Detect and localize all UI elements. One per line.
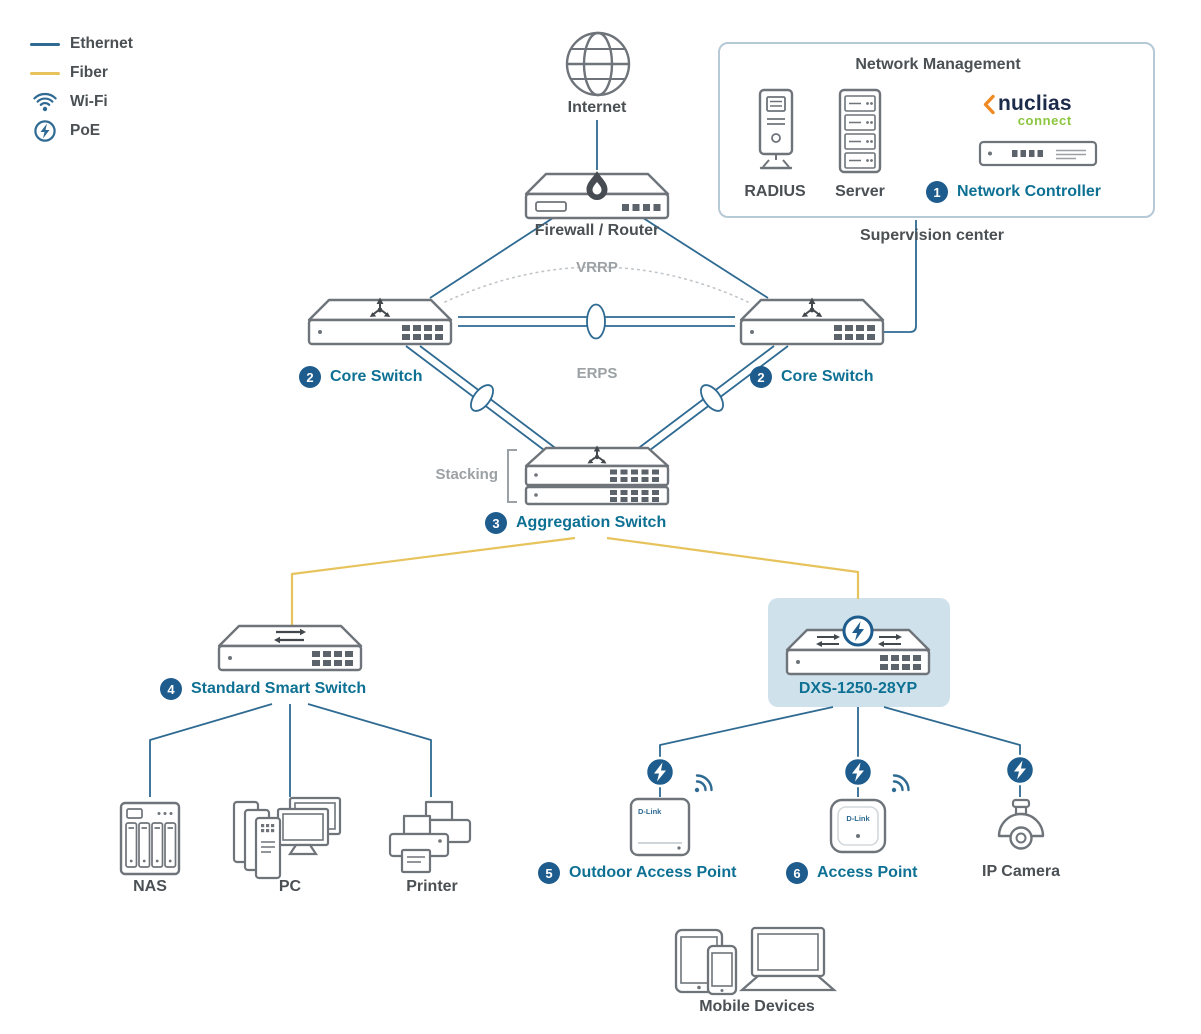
access-point-label: 6 Access Point <box>786 862 917 884</box>
step-badge-3: 3 <box>485 512 507 534</box>
firewall-router-icon <box>522 168 672 222</box>
step-badge-2: 2 <box>299 366 321 388</box>
nuclias-name: nuclias <box>998 92 1072 115</box>
poe-icon <box>842 615 874 647</box>
panel-title: Network Management <box>855 56 1021 73</box>
network-controller-icon <box>978 138 1098 168</box>
radius-label: RADIUS <box>744 183 806 200</box>
ip-camera-icon <box>992 798 1050 862</box>
link-core-right-mgmt <box>884 220 917 333</box>
wifi-signal-icon <box>693 774 713 794</box>
legend-label: Wi-Fi <box>70 93 108 110</box>
outdoor-access-point-icon: D-Link <box>629 797 691 857</box>
legend-label: PoE <box>70 122 101 139</box>
internet-label: Internet <box>567 99 627 116</box>
vrrp-dotted-link <box>444 266 749 303</box>
core-switch-left-icon <box>305 294 455 348</box>
network-management-panel: Network Management RADIUS <box>718 42 1155 218</box>
network-controller-label: 1 Network Controller <box>926 181 1101 203</box>
supervision-center-label: Supervision center <box>859 227 1005 244</box>
radius-server-icon <box>750 88 802 174</box>
pc-label: PC <box>278 878 302 895</box>
step-badge-2: 2 <box>750 366 772 388</box>
aggregation-switch-icon <box>522 442 672 506</box>
step-badge-4: 4 <box>160 678 182 700</box>
flame-icon <box>586 171 608 200</box>
link-agg-dxs-fiber <box>606 536 860 599</box>
legend-item-ethernet: Ethernet <box>30 33 133 55</box>
mobile-devices-label: Mobile Devices <box>699 998 815 1015</box>
link-dxs-camera <box>883 706 1021 797</box>
nuclias-chevron-icon <box>983 94 995 114</box>
nuclias-connect: connect <box>1017 113 1072 128</box>
standard-smart-switch-icon <box>215 620 365 674</box>
routing-icon <box>587 445 607 464</box>
printer-label: Printer <box>406 878 458 895</box>
wifi-signal-icon <box>890 774 910 794</box>
legend-item-fiber: Fiber <box>30 62 133 84</box>
routing-icon <box>801 297 823 317</box>
ip-camera-label: IP Camera <box>982 863 1060 880</box>
outdoor-access-point-label: 5 Outdoor Access Point <box>538 862 736 884</box>
link-smart-nas <box>149 703 273 797</box>
link-agg-smart-fiber <box>290 536 576 627</box>
switching-icon <box>816 634 902 647</box>
link-dxs-outdoor-ap <box>659 706 834 797</box>
link-firewall-core-left <box>429 215 557 299</box>
step-badge-6: 6 <box>786 862 808 884</box>
firewall-label: Firewall / Router <box>534 222 660 239</box>
legend-label: Ethernet <box>70 35 133 52</box>
legend-item-wifi: Wi-Fi <box>30 91 133 113</box>
core-switch-left-label: 2 Core Switch <box>299 366 422 388</box>
network-controller-text: Network Controller <box>957 183 1102 200</box>
core-switch-right-label: 2 Core Switch <box>750 366 873 388</box>
server-icon <box>836 88 884 176</box>
dxs-switch-label: DXS-1250-28YP <box>798 680 918 697</box>
stacking-label: Stacking <box>435 466 498 483</box>
wifi-icon <box>30 92 60 112</box>
erps-label: ERPS <box>576 365 618 382</box>
nas-label: NAS <box>133 878 167 895</box>
dlink-logo-text: D-Link <box>638 807 662 816</box>
pc-icon <box>232 796 344 880</box>
step-badge-5: 5 <box>538 862 560 884</box>
legend: Ethernet Fiber Wi-Fi <box>30 33 133 142</box>
poe-icon <box>30 119 60 143</box>
poe-icon <box>842 756 874 788</box>
routing-icon <box>369 297 391 317</box>
dxs-switch-icon <box>783 610 933 678</box>
aggregation-switch-label: 3 Aggregation Switch <box>485 512 666 534</box>
legend-label: Fiber <box>70 64 108 81</box>
step-badge-1: 1 <box>926 181 948 203</box>
stacking-bracket <box>507 449 517 503</box>
core-switch-right-icon <box>737 294 887 348</box>
link-smart-printer <box>307 703 432 797</box>
server-label: Server <box>835 183 885 200</box>
lag-ring <box>700 384 724 412</box>
lag-rings <box>470 303 724 412</box>
poe-icon <box>1004 754 1036 786</box>
nas-icon <box>118 798 182 878</box>
fiber-links <box>290 536 860 627</box>
lag-ring <box>470 384 494 412</box>
poe-icon <box>644 756 676 788</box>
lag-ring <box>586 303 606 340</box>
internet-globe-icon <box>562 28 634 100</box>
standard-smart-switch-label: 4 Standard Smart Switch <box>160 678 366 700</box>
printer-icon <box>386 798 478 876</box>
access-point-icon: D-Link <box>829 798 887 854</box>
legend-item-poe: PoE <box>30 120 133 142</box>
link-firewall-core-right <box>639 215 769 299</box>
mobile-devices-icon <box>672 922 842 998</box>
nuclias-logo: nuclias connect <box>982 92 1072 128</box>
switching-icon <box>274 628 306 644</box>
vrrp-label: VRRP <box>576 259 618 276</box>
ethernet-line-icon <box>30 42 60 46</box>
dlink-logo-text: D-Link <box>846 814 870 823</box>
fiber-line-icon <box>30 71 60 75</box>
